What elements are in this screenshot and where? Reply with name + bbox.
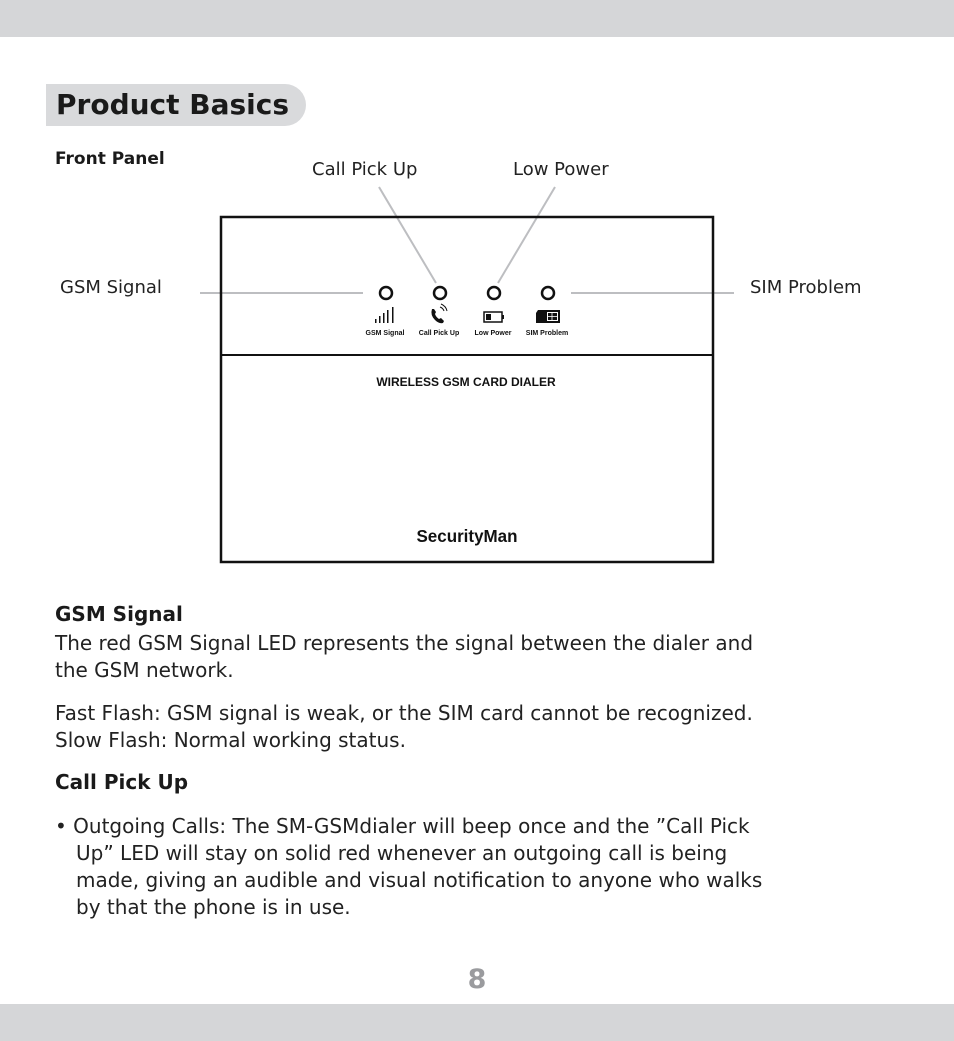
section-title-tab: Product Basics bbox=[46, 84, 306, 126]
front-panel-diagram: GSM Signal Call Pick Up Low Power SIM Pr… bbox=[200, 186, 734, 564]
led-call-pick-up bbox=[432, 285, 448, 301]
led-label-low-power: Low Power bbox=[475, 330, 512, 337]
leader-line-low-power bbox=[497, 186, 556, 284]
model-text: WIRELESS GSM CARD DIALER bbox=[376, 375, 556, 389]
gsm-signal-heading: GSM Signal bbox=[55, 602, 183, 626]
sim-card-icon bbox=[536, 310, 560, 323]
call-pick-up-bullet: • Outgoing Calls: The SM-GSMdialer will … bbox=[55, 814, 763, 919]
call-pick-up-heading: Call Pick Up bbox=[55, 770, 189, 794]
bottom-band bbox=[0, 1004, 954, 1041]
section-title: Product Basics bbox=[56, 88, 290, 121]
gsm-signal-paragraph-2: Fast Flash: GSM signal is weak, or the S… bbox=[55, 701, 753, 752]
led-sim-problem bbox=[540, 285, 556, 301]
callout-call-pick-up: Call Pick Up bbox=[312, 159, 418, 180]
signal-bars-icon bbox=[375, 307, 394, 323]
gsm-signal-paragraph-1: The red GSM Signal LED represents the si… bbox=[55, 631, 754, 682]
callout-gsm-signal: GSM Signal bbox=[60, 277, 162, 298]
led-low-power bbox=[486, 285, 502, 301]
phone-icon bbox=[431, 303, 448, 324]
led-label-call-pick-up: Call Pick Up bbox=[419, 330, 459, 337]
device-outline bbox=[219, 215, 715, 564]
callout-sim-problem: SIM Problem bbox=[750, 277, 862, 298]
page-number: 8 bbox=[467, 964, 487, 995]
led-label-sim-problem: SIM Problem bbox=[526, 330, 568, 337]
led-gsm-signal bbox=[378, 285, 394, 301]
leader-line-call-pick-up bbox=[378, 186, 437, 284]
callout-low-power: Low Power bbox=[513, 159, 609, 180]
battery-icon bbox=[483, 311, 504, 323]
top-band bbox=[0, 0, 954, 37]
led-label-gsm-signal: GSM Signal bbox=[366, 330, 405, 337]
brand-logo: SecurityMan bbox=[416, 526, 517, 546]
front-panel-label: Front Panel bbox=[55, 149, 165, 169]
